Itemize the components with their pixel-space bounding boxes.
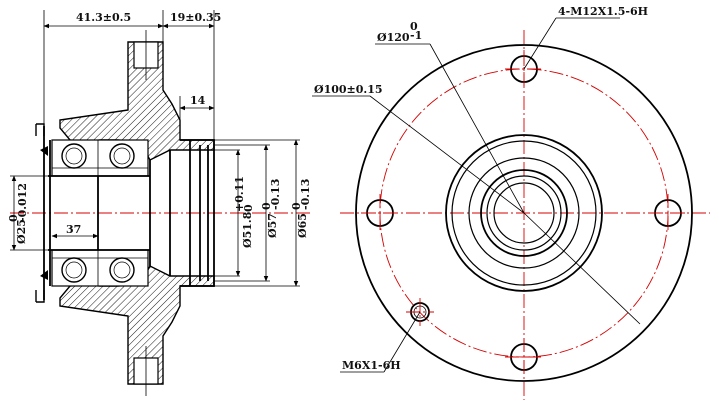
- radius-leader: [523, 212, 641, 325]
- label-tol-51: +0.110: [233, 176, 255, 212]
- label-tol-57: 0-0.13: [260, 179, 282, 210]
- lower-bearing: [51, 249, 149, 287]
- leader-lines: [312, 17, 620, 373]
- label-outer-tol: 0-1: [410, 20, 422, 42]
- label-bolt-circle: Ø100±0.15: [314, 83, 383, 96]
- hub-circle-1: [445, 134, 603, 292]
- hub-circle-3: [468, 157, 580, 269]
- label-dia-57: Ø57: [266, 213, 279, 238]
- label-bore-tol: 0-0.012: [7, 183, 29, 222]
- label-small-hole: M6X1-6H: [342, 359, 401, 372]
- label-bore-dia: Ø25: [15, 219, 28, 244]
- hub-body-outline: [43, 126, 215, 300]
- label-bore-length: 37: [66, 223, 81, 236]
- label-flange-offset: 41.3±0.5: [76, 11, 131, 24]
- hub-circle-5: [486, 175, 562, 251]
- section-view: 41.3±0.5 19±0.35 14 37 Ø25 0-0.012 Ø51.8…: [7, 10, 312, 396]
- label-pilot-length: 14: [190, 94, 206, 107]
- label-pilot-offset: 19±0.35: [170, 11, 221, 24]
- hub-circle-4: [480, 169, 568, 257]
- label-dia-51: Ø51.8: [241, 211, 254, 248]
- hub-circle-6: [493, 182, 555, 244]
- label-dia-65: Ø65: [296, 213, 309, 238]
- label-stud-holes: 4-M12X1.5-6H: [558, 5, 648, 18]
- front-view: 4-M12X1.5-6H Ø120 0-1 Ø100±0.15 M6X1-6H: [312, 5, 710, 400]
- hub-circle-2: [451, 140, 597, 286]
- label-tol-65: 0-0.13: [290, 179, 312, 210]
- upper-bearing: [40, 139, 149, 280]
- label-outer-dia: Ø120: [377, 31, 410, 44]
- outer-flange-circle: [355, 44, 693, 382]
